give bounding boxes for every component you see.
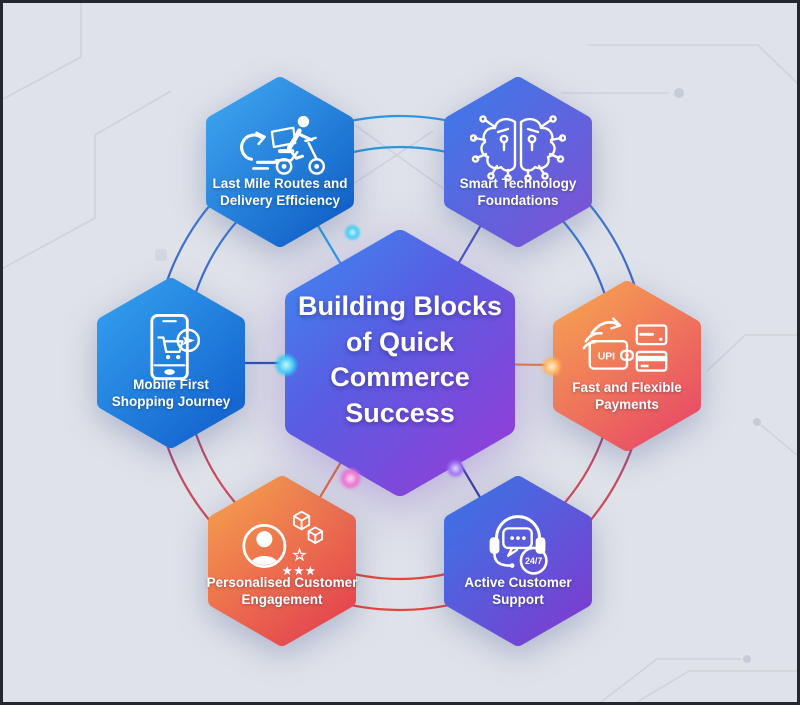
node-label-payments: Fast and Flexible Payments — [572, 379, 682, 413]
node-label-last-mile: Last Mile Routes and Delivery Efficiency — [212, 175, 348, 209]
upi-wallet-cards-icon: UPI — [578, 313, 676, 387]
title-line-4: Success — [345, 397, 455, 428]
hex-active-customer-support: 24/7 Active Customer Support — [443, 475, 593, 647]
glow-spark-top-left — [344, 224, 361, 241]
hex-smart-technology: Smart Technology Foundations — [443, 76, 593, 248]
glow-spark-right — [541, 356, 562, 377]
delivery-scooter-icon — [227, 109, 333, 181]
upi-label: UPI — [598, 351, 615, 362]
stars-filled-glyphs: ★★★ — [282, 565, 317, 577]
hex-fast-flexible-payments: UPI Fast and Flexible Payments — [552, 280, 702, 452]
mobile-cart-icon — [125, 310, 217, 388]
node-label-mobile: Mobile First Shopping Journey — [111, 376, 231, 410]
badge-24-7: 24/7 — [525, 556, 542, 566]
title-line-2: of Quick — [345, 326, 454, 357]
hex-mobile-first-shopping: Mobile First Shopping Journey — [96, 277, 246, 449]
star-outline-glyph: ☆ — [292, 545, 308, 564]
title-line-1: Building Blocks — [297, 290, 503, 321]
diagram-title: Building Blocks of Quick Commerce Succes… — [290, 289, 510, 432]
node-label-support: Active Customer Support — [464, 574, 572, 608]
ai-brain-circuit-icon — [470, 109, 566, 183]
hex-personalised-engagement: ☆ ★★★ Personalised Customer Engagement — [207, 475, 357, 647]
glow-spark-left — [274, 353, 298, 377]
headset-24-7-icon: 24/7 — [471, 508, 565, 584]
glow-spark-bottom-right — [446, 459, 465, 478]
node-label-smart-technology: Smart Technology Foundations — [459, 175, 577, 209]
title-line-3: Commerce — [330, 362, 470, 393]
glow-spark-bottom-left — [339, 467, 362, 490]
hex-center-title: Building Blocks of Quick Commerce Succes… — [282, 227, 518, 499]
hex-last-mile-delivery: Last Mile Routes and Delivery Efficiency — [205, 76, 355, 248]
node-label-engagement: Personalised Customer Engagement — [206, 574, 358, 608]
customer-profile-stars-icon: ☆ ★★★ — [233, 508, 331, 584]
circuit-nodes — [674, 88, 761, 663]
